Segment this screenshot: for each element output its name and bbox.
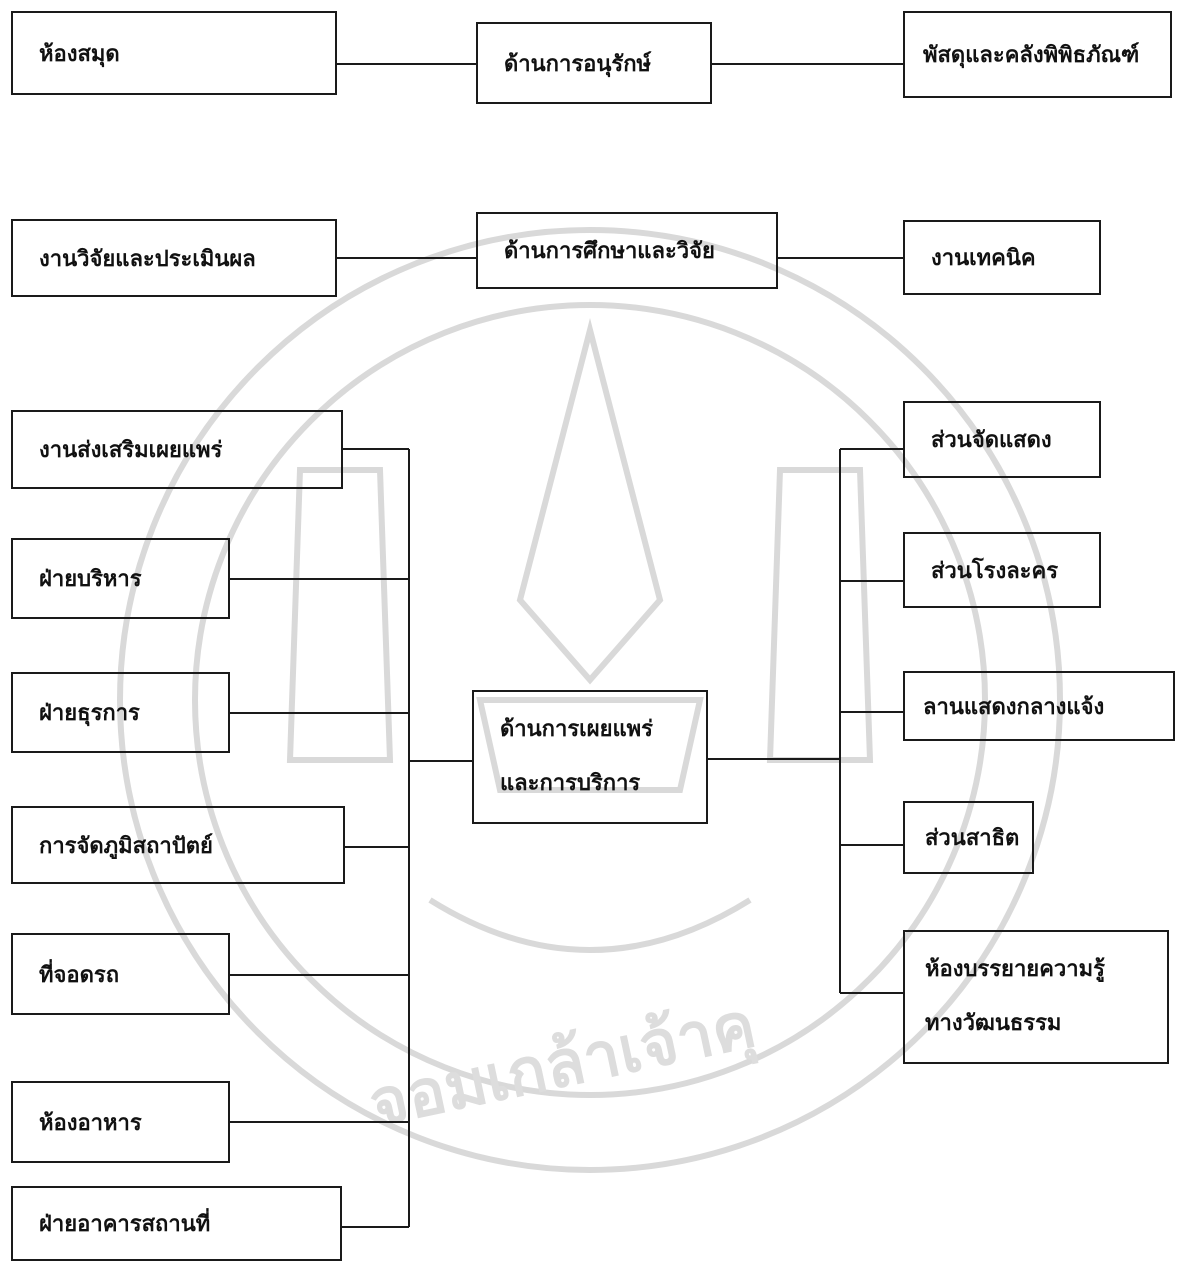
box-cultural-lecture-room: ห้องบรรยายความรู้ ทางวัฒนธรรม — [903, 930, 1169, 1064]
box-education-research: ด้านการศึกษาและวิจัย — [476, 212, 778, 289]
box-conservation: ด้านการอนุรักษ์ — [476, 22, 712, 104]
box-promotion: งานส่งเสริมเผยแพร่ — [11, 410, 343, 489]
box-outdoor-stage: ลานแสดงกลางแจ้ง — [903, 671, 1175, 741]
right-last-line2: ทางวัฒนธรรม — [925, 1011, 1062, 1036]
box-landscape: การจัดภูมิสถาปัตย์ — [11, 806, 345, 884]
box-demonstration: ส่วนสาธิต — [903, 801, 1034, 874]
box-general-affairs: ฝ่ายธุรการ — [11, 672, 230, 753]
box-restaurant: ห้องอาหาร — [11, 1081, 230, 1163]
box-administration: ฝ่ายบริหาร — [11, 538, 230, 619]
box-theatre: ส่วนโรงละคร — [903, 532, 1101, 608]
box-parking: ที่จอดรถ — [11, 933, 230, 1015]
box-library: ห้องสมุด — [11, 11, 337, 95]
box-dissemination-services: ด้านการเผยแพร่ และการบริการ — [472, 690, 708, 824]
center-node-line2: และการบริการ — [500, 771, 641, 796]
center-node-line1: ด้านการเผยแพร่ — [500, 717, 653, 742]
right-last-line1: ห้องบรรยายความรู้ — [925, 957, 1105, 982]
box-research-evaluation: งานวิจัยและประเมินผล — [11, 219, 337, 297]
box-exhibition: ส่วนจัดแสดง — [903, 401, 1101, 478]
box-buildings-grounds: ฝ่ายอาคารสถานที่ — [11, 1186, 342, 1261]
box-technical: งานเทคนิค — [903, 220, 1101, 295]
box-supplies-museum-storage: พัสดุและคลังพิพิธภัณฑ์ — [903, 11, 1172, 98]
